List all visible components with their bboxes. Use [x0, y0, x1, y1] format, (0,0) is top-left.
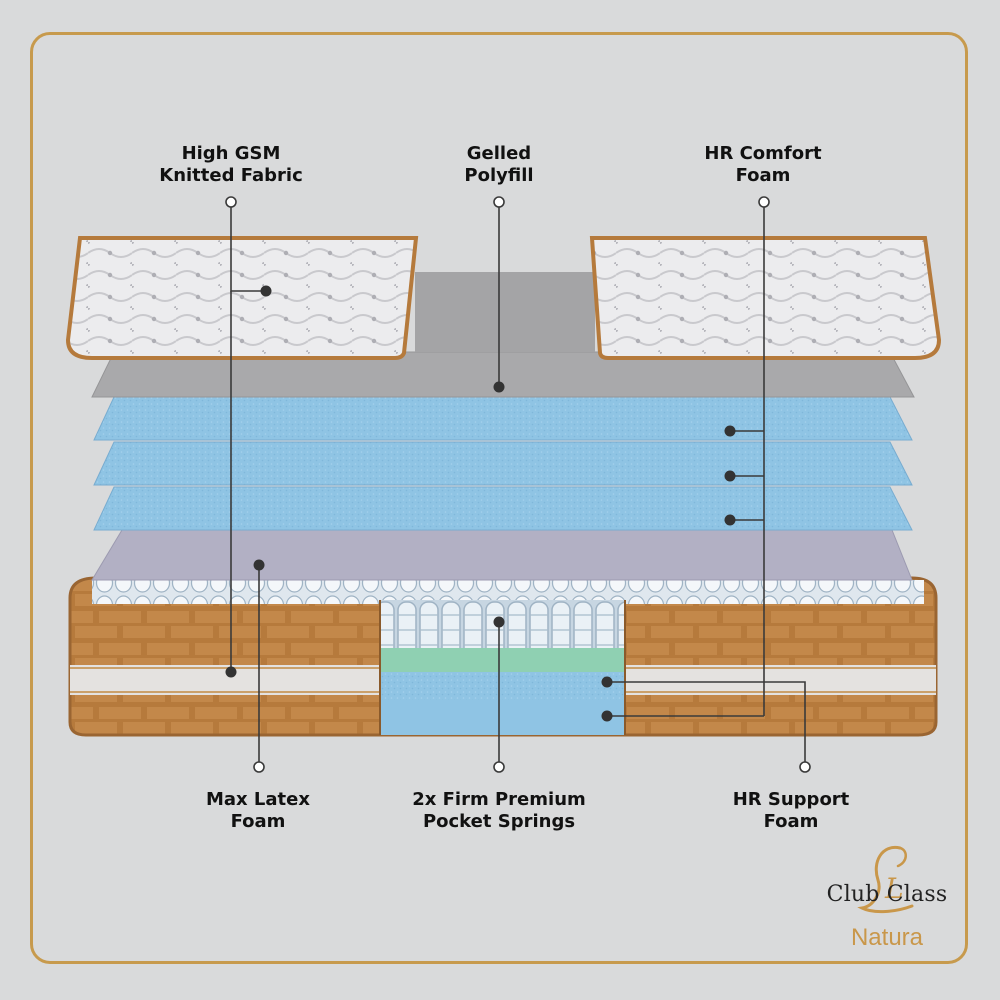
hr-foam-layer-1: [93, 396, 913, 441]
polyfill-top-panel: [415, 272, 595, 352]
right-quilted-top: [589, 236, 942, 360]
label-hr-support-foam: HR Support Foam: [661, 789, 921, 833]
green-foam-layer: [380, 648, 625, 672]
support-foam-lower: [380, 700, 625, 735]
fabric-anchor: [225, 196, 237, 208]
gold-frame: [30, 32, 968, 964]
club-class-natura-logo: L Club Class Natura: [812, 840, 962, 960]
support-anchor: [799, 761, 811, 773]
support-pointer: [601, 676, 613, 688]
fabric-pointer-side: [225, 666, 237, 678]
label-hr-comfort-foam: HR Comfort Foam: [633, 143, 893, 187]
latex-pointer: [253, 559, 265, 571]
logo-monogram-icon: L: [857, 845, 914, 914]
logo-monogram-letter: L: [884, 872, 904, 905]
label-line: 2x Firm Premium: [412, 789, 586, 810]
comfort-anchor: [758, 196, 770, 208]
label-line: Gelled: [466, 143, 532, 164]
fabric-pointer: [260, 285, 272, 297]
springs-pointer: [493, 616, 505, 628]
hr-foam-layer-2: [93, 441, 913, 486]
label-line: HR Comfort: [704, 143, 822, 164]
label-gelled-polyfill: Gelled Polyfill: [369, 143, 629, 187]
label-max-latex-foam: Max Latex Foam: [128, 789, 388, 833]
logo-name: Club Class: [826, 882, 948, 907]
label-line: Polyfill: [464, 165, 534, 186]
comfort-pointer-2: [724, 470, 736, 482]
comfort-pointer-base: [601, 710, 613, 722]
label-line: Foam: [763, 811, 819, 832]
polyfill-anchor: [493, 196, 505, 208]
label-high-gsm-fabric: High GSM Knitted Fabric: [101, 143, 361, 187]
springs-anchor: [493, 761, 505, 773]
layer-pointers: [225, 285, 736, 722]
label-line: Max Latex: [206, 789, 310, 810]
polyfill-pointer: [493, 381, 505, 393]
leader-lines: [230, 202, 806, 767]
latex-anchor: [253, 761, 265, 773]
comfort-pointer-3: [724, 514, 736, 526]
label-line: Pocket Springs: [422, 811, 576, 832]
left-quilted-top: [65, 236, 419, 360]
label-line: Foam: [230, 811, 286, 832]
label-anchors: [225, 196, 811, 773]
latex-layer: [91, 529, 913, 581]
label-line: Knitted Fabric: [159, 165, 303, 186]
label-line: High GSM: [181, 143, 281, 164]
label-line: Foam: [735, 165, 791, 186]
label-pocket-springs: 2x Firm Premium Pocket Springs: [369, 789, 629, 833]
label-line: HR Support: [732, 789, 850, 810]
support-foam-upper: [380, 672, 625, 700]
hr-foam-layer-3: [93, 486, 913, 531]
comfort-pointer-1: [724, 425, 736, 437]
logo-subname: Natura: [850, 924, 924, 951]
